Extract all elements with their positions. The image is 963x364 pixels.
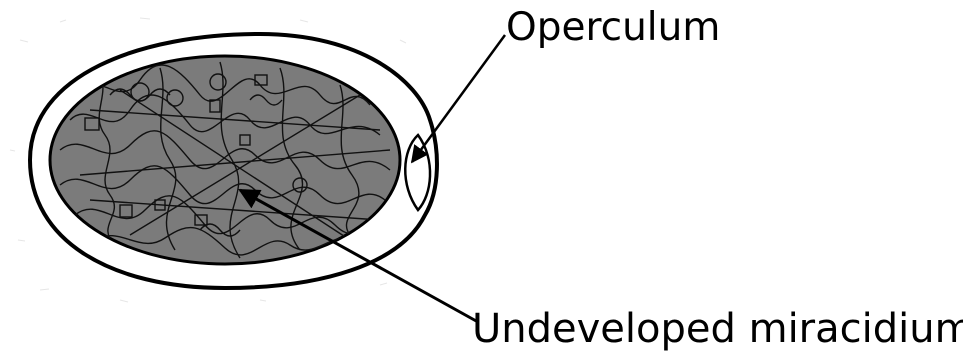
operculum-label: Operculum [506, 8, 720, 47]
undeveloped-miracidium-label: Undeveloped miracidium [472, 309, 963, 349]
operculum-arrow [412, 35, 505, 162]
